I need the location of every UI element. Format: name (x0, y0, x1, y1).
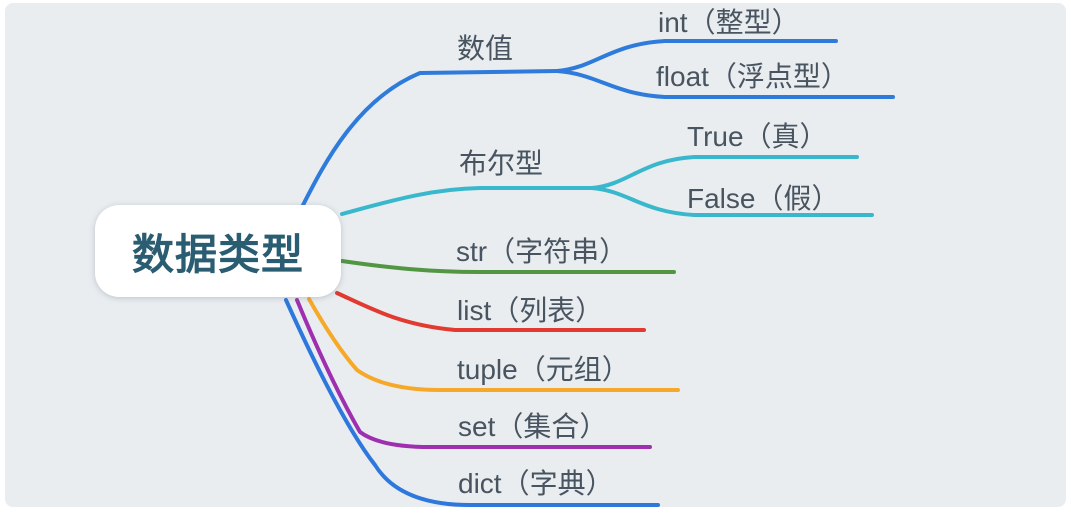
branch-line-dict (284, 298, 660, 507)
branch-line-list (335, 291, 646, 332)
root-label: 数据类型 (131, 230, 304, 278)
node-list[interactable]: list（列表） (457, 295, 604, 326)
node-float[interactable]: float（浮点型） (656, 61, 849, 92)
node-tuple[interactable]: tuple（元组） (457, 354, 630, 385)
branch-line-set (295, 298, 652, 449)
node-boolean[interactable]: 布尔型 (459, 148, 544, 179)
branch-line-float (555, 69, 895, 99)
branch-line-tuple (307, 297, 680, 392)
node-true[interactable]: True（真） (687, 121, 828, 152)
branch-line-false (590, 186, 874, 217)
node-int[interactable]: int（整型） (658, 7, 800, 38)
branch-line-int (555, 39, 838, 73)
node-str[interactable]: str（字符串） (456, 236, 628, 267)
node-dict[interactable]: dict（字典） (458, 468, 614, 499)
node-numeric[interactable]: 数值 (457, 33, 514, 64)
branch-line-str (340, 259, 676, 274)
branch-line-numeric (299, 69, 559, 211)
root-node[interactable]: 数据类型 (95, 205, 341, 297)
branch-line-true (590, 155, 859, 190)
branch-line-boolean (340, 186, 594, 216)
node-set[interactable]: set（集合） (458, 411, 608, 442)
node-false[interactable]: False（假） (687, 183, 840, 214)
